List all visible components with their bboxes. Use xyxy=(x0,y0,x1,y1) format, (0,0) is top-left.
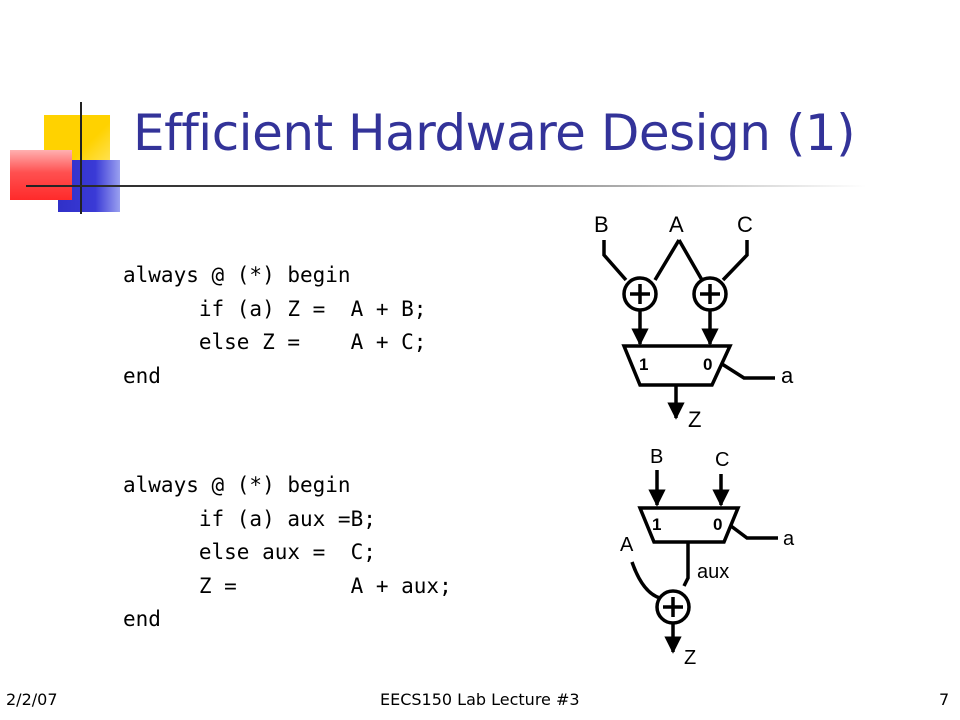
circuit-diagram-top: B A C 1 0 a Z xyxy=(594,212,794,432)
title-decoration-vertical-line xyxy=(80,102,82,214)
bottom-mux xyxy=(637,506,741,544)
footer-date: 2/2/07 xyxy=(6,690,58,709)
top-mux-input-0-label: 0 xyxy=(703,355,712,374)
top-output-z-label: Z xyxy=(688,407,701,432)
top-wire-b xyxy=(602,240,628,282)
bottom-wire-select xyxy=(729,524,778,540)
footer-course: EECS150 Lab Lecture #3 xyxy=(380,690,580,709)
bottom-mux-input-1-label: 1 xyxy=(652,515,661,534)
top-mux-input-1-label: 1 xyxy=(639,355,648,374)
title-underline xyxy=(26,185,866,187)
bottom-input-c-label: C xyxy=(715,449,729,471)
circuit-diagram-bottom: B C 1 0 a A aux Z xyxy=(620,446,795,669)
top-wire-a xyxy=(653,239,704,281)
top-input-c-label: C xyxy=(737,212,753,237)
top-input-b-label: B xyxy=(594,212,609,237)
bottom-output-z-label: Z xyxy=(684,647,696,669)
slide-title: Efficient Hardware Design (1) xyxy=(133,104,856,162)
top-mux xyxy=(621,344,733,387)
bottom-wire-a xyxy=(630,561,661,600)
top-input-a-label: A xyxy=(669,212,684,237)
code-block-2: always @ (*) begin if (a) aux =B; else a… xyxy=(123,473,452,631)
top-wire-select xyxy=(721,362,775,380)
top-adder-left xyxy=(622,276,658,312)
title-decoration-red-square xyxy=(10,150,72,200)
bottom-input-a-label: A xyxy=(620,534,634,556)
bottom-mux-input-0-label: 0 xyxy=(713,515,722,534)
top-select-a-label: a xyxy=(781,363,794,388)
top-wire-c xyxy=(721,240,749,282)
bottom-aux-label: aux xyxy=(697,561,729,583)
bottom-input-b-label: B xyxy=(650,446,663,468)
footer-page-number: 7 xyxy=(939,690,950,709)
code-block-1: always @ (*) begin if (a) Z = A + B; els… xyxy=(123,263,427,388)
top-adder-right xyxy=(692,276,728,312)
bottom-adder xyxy=(655,589,691,625)
bottom-select-a-label: a xyxy=(783,528,795,550)
bottom-wire-aux xyxy=(682,542,690,587)
